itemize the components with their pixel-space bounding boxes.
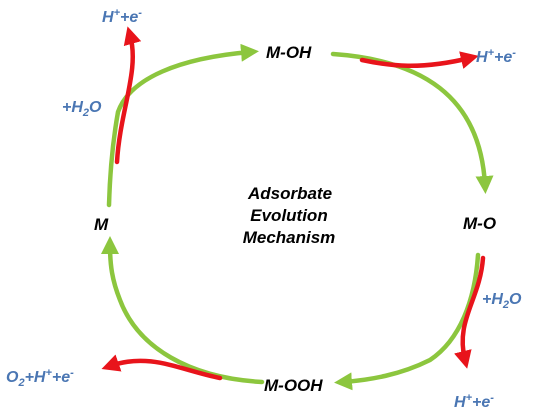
center-title-line-2: Evolution <box>250 206 327 225</box>
release-arrow-bottom-left <box>101 354 223 381</box>
node-m-ooh: M-OOH <box>264 376 323 395</box>
water-label-right: +H2O <box>482 291 522 311</box>
node-m: M <box>94 215 109 234</box>
arrow-m-to-moh <box>106 43 259 208</box>
water-label-left: +H2O <box>62 99 102 119</box>
release-arrow-top-left <box>114 26 142 165</box>
proton-electron-label-top-right: H++e- <box>476 47 516 66</box>
node-m-o: M-O <box>463 214 496 233</box>
release-arrow-top-right <box>359 51 479 69</box>
arrow-mo-to-mooh <box>334 252 481 391</box>
arrow-moh-to-mo <box>330 51 494 194</box>
proton-electron-label-bottom-right: H++e- <box>454 392 494 411</box>
oxygen-release-label: O2+H++e- <box>6 367 74 389</box>
center-title-line-1: Adsorbate <box>247 184 332 203</box>
node-m-oh: M-OH <box>266 43 312 62</box>
release-arrow-right <box>454 255 486 369</box>
center-title-line-3: Mechanism <box>243 228 336 247</box>
proton-electron-label-top-left: H++e- <box>102 7 142 26</box>
